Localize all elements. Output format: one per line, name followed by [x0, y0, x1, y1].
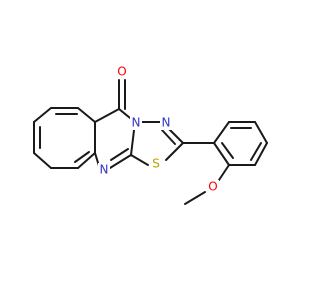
bond [213, 121, 230, 144]
bond [184, 191, 206, 205]
bond [221, 142, 234, 159]
label-backdrop [98, 163, 110, 177]
bond-layer [33, 79, 268, 205]
label-backdrop [150, 156, 162, 171]
bond [167, 127, 184, 144]
atom-label-n3: N [132, 116, 141, 130]
label-backdrop [160, 116, 172, 130]
bond [213, 142, 230, 166]
atom-label-s5: S [152, 157, 160, 171]
nitrogen-atom-thiadiazole: N [160, 116, 172, 130]
oxygen-atom-methoxy: O [207, 180, 219, 195]
bond [74, 151, 90, 163]
bond [161, 129, 176, 145]
label-backdrop [207, 180, 219, 195]
nitrogen-atom-pyrimidine: N [98, 163, 110, 177]
molecule-structure: O N N S N O [33, 64, 268, 205]
bond [165, 142, 184, 161]
bond [130, 154, 149, 166]
oxygen-atom-carbonyl: O [116, 64, 128, 79]
bond [254, 121, 268, 144]
bond [110, 148, 129, 161]
bond [109, 154, 132, 169]
atom-label-o2: O [208, 180, 217, 194]
atom-layer: O N N S N O [98, 64, 219, 195]
atom-label-o1: O [117, 65, 126, 79]
atom-label-n6: N [100, 163, 109, 177]
molecule-diagram: O N N S N O [33, 64, 268, 205]
bond [33, 107, 52, 123]
atom-label-n4: N [162, 116, 171, 130]
bond [77, 107, 96, 123]
bond [254, 142, 268, 166]
bond [94, 108, 120, 123]
label-backdrop [130, 116, 142, 130]
label-backdrop [116, 64, 128, 78]
bond [250, 142, 262, 161]
bond [33, 152, 52, 169]
nitrogen-atom-fused: N [130, 116, 142, 130]
bond [218, 164, 230, 181]
bond [77, 152, 96, 169]
sulfur-atom: S [150, 156, 162, 171]
